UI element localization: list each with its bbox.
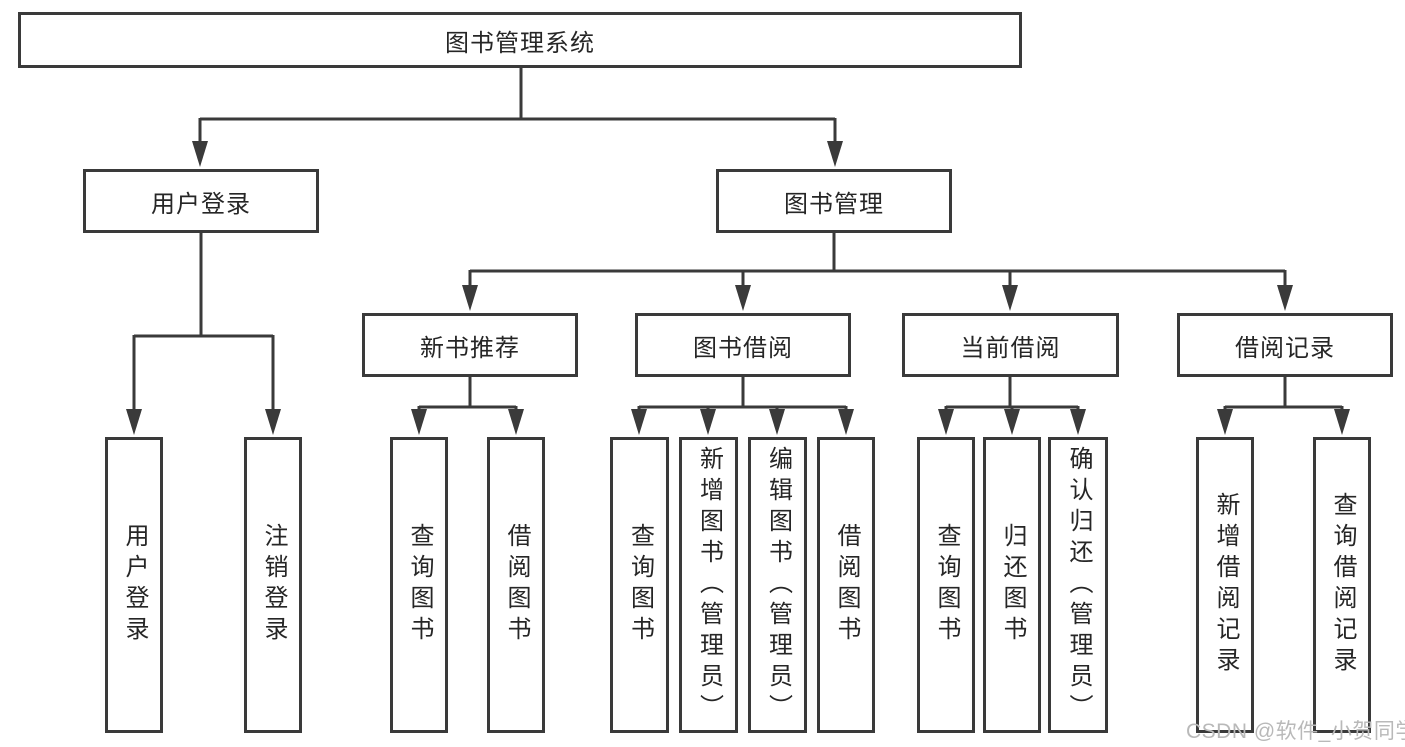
leaf-recommend-borrow-book: 借阅图书 [487,437,545,733]
arrowhead [838,409,854,435]
arrowhead [1002,285,1018,311]
node-user-login-label: 用户登录 [151,190,251,218]
edge-book-management-to-level3 [468,233,1287,287]
arrowhead [462,285,478,311]
leaf-borrow-edit-book: 编辑图书（管理员） [748,437,807,733]
leaf-borrow-borrow-book: 借阅图书 [817,437,875,733]
leaf-borrow-add-book-label: 新增图书（管理员） [695,445,723,725]
node-book-management-label: 图书管理 [784,190,884,218]
edge-root-to-level2 [198,67,837,143]
leaf-user-login-label: 用户登录 [121,523,148,647]
leaf-recommend-query-book-label: 查询图书 [406,523,433,647]
arrowhead [411,409,427,435]
arrowhead [735,285,751,311]
leaf-borrow-borrow-book-label: 借阅图书 [833,523,860,647]
leaf-borrow-query-book-label: 查询图书 [626,523,654,647]
node-book-borrow-label: 图书借阅 [693,334,793,362]
leaf-borrow-query-book: 查询图书 [610,437,669,733]
leaf-record-add: 新增借阅记录 [1196,437,1254,733]
node-new-book-recommend: 新书推荐 [362,313,578,377]
node-current-borrow-label: 当前借阅 [960,334,1061,362]
edge-user-login-to-leaves [132,233,275,411]
leaf-record-add-label: 新增借阅记录 [1212,492,1239,678]
arrowhead [1334,409,1350,435]
arrowhead [1277,285,1293,311]
leaf-record-query-label: 查询借阅记录 [1329,492,1356,678]
node-new-book-recommend-label: 新书推荐 [420,334,520,362]
node-borrow-record-label: 借阅记录 [1235,334,1335,362]
leaf-current-confirm-return: 确认归还（管理员） [1048,437,1108,733]
arrowheads [126,141,1350,435]
arrowhead [1070,409,1086,435]
edge-current-borrow-to-leaves [944,377,1080,411]
leaf-current-return-book: 归还图书 [983,437,1041,733]
node-library-management-system-label: 图书管理系统 [445,29,595,57]
leaf-current-confirm-return-label: 确认归还（管理员） [1065,445,1092,725]
arrowhead [126,409,142,435]
edge-borrow-record-to-leaves [1223,377,1344,411]
node-book-management: 图书管理 [716,169,952,233]
leaf-current-query-book: 查询图书 [917,437,975,733]
leaf-borrow-add-book: 新增图书（管理员） [679,437,738,733]
leaf-borrow-edit-book-label: 编辑图书（管理员） [764,445,792,725]
leaf-user-login: 用户登录 [105,437,163,733]
node-library-management-system: 图书管理系统 [18,12,1022,68]
arrowhead [1004,409,1020,435]
node-book-borrow: 图书借阅 [635,313,851,377]
arrowhead [508,409,524,435]
leaf-logout-label: 注销登录 [260,523,287,647]
arrowhead [631,409,647,435]
arrowhead [192,141,208,167]
arrowhead [827,141,843,167]
edge-book-borrow-to-leaves [637,377,848,411]
leaf-recommend-borrow-book-label: 借阅图书 [503,523,530,647]
leaf-logout: 注销登录 [244,437,302,733]
leaf-record-query: 查询借阅记录 [1313,437,1371,733]
leaf-recommend-query-book: 查询图书 [390,437,448,733]
arrowhead [1217,409,1233,435]
leaf-current-query-book-label: 查询图书 [933,523,960,647]
arrowhead [700,409,716,435]
node-user-login: 用户登录 [83,169,319,233]
edge-new-book-recommend-to-leaves [417,377,518,411]
node-borrow-record: 借阅记录 [1177,313,1393,377]
arrowhead [938,409,954,435]
leaf-current-return-book-label: 归还图书 [999,523,1026,647]
arrowhead [769,409,785,435]
watermark: CSDN @软件_小贺同学 [1186,720,1405,743]
arrowhead [265,409,281,435]
node-current-borrow: 当前借阅 [902,313,1119,377]
